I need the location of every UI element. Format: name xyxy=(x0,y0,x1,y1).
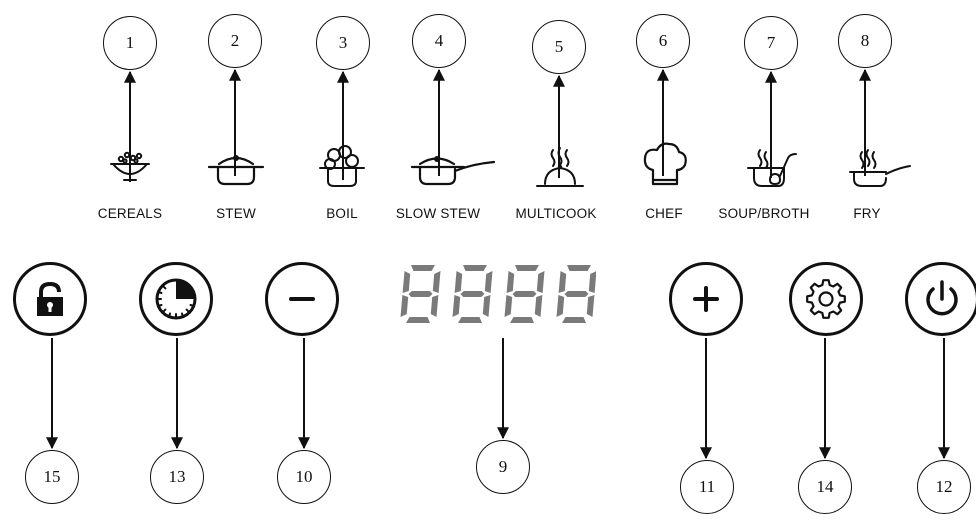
callout-plus: 11 xyxy=(680,460,734,514)
display-segment xyxy=(458,317,482,323)
bowl-grain-icon[interactable] xyxy=(103,146,157,186)
display-segment xyxy=(558,271,567,293)
callout-stew: 2 xyxy=(208,14,262,68)
display-segment xyxy=(463,265,487,271)
display-segment xyxy=(567,265,591,271)
mode-label-cereals: CEREALS xyxy=(97,206,163,221)
display-segment xyxy=(562,317,586,323)
lock-icon xyxy=(37,281,63,316)
settings-button[interactable] xyxy=(789,262,863,336)
callout-timer: 13 xyxy=(150,450,204,504)
chef-hat-icon[interactable] xyxy=(638,140,692,192)
saucepan-icon[interactable] xyxy=(410,150,496,190)
display-segment xyxy=(510,317,534,323)
callout-fry: 8 xyxy=(838,14,892,68)
pot-bubbles-icon[interactable] xyxy=(314,144,370,190)
callout-settings: 14 xyxy=(798,460,852,514)
display-segment xyxy=(506,271,515,293)
display-segment xyxy=(556,295,565,317)
display-segment xyxy=(484,271,493,293)
display-segment xyxy=(454,271,463,293)
power-icon xyxy=(926,280,958,316)
display-segment xyxy=(515,265,539,271)
callout-multicook: 5 xyxy=(532,20,586,74)
seven-segment-display xyxy=(400,265,596,323)
display-segment xyxy=(534,295,543,317)
mode-label-soup-broth: SOUP/BROTH xyxy=(718,206,810,221)
soup-ladle-icon[interactable] xyxy=(744,146,810,192)
minus-button[interactable] xyxy=(265,262,339,336)
callout-power: 12 xyxy=(917,460,971,514)
display-segment xyxy=(411,265,435,271)
timer-button[interactable] xyxy=(139,262,213,336)
display-segment xyxy=(452,295,461,317)
callout-slow-stew: 4 xyxy=(412,14,466,68)
mode-label-boil: BOIL xyxy=(326,206,358,221)
pot-lid-icon[interactable] xyxy=(206,150,266,188)
mode-label-chef: CHEF xyxy=(645,206,683,221)
display-segment xyxy=(504,295,513,317)
callout-display: 9 xyxy=(476,440,530,494)
display-segment xyxy=(588,271,596,293)
timer-icon xyxy=(155,278,197,320)
plus-button[interactable] xyxy=(669,262,743,336)
display-segment xyxy=(482,295,491,317)
minus-icon xyxy=(289,297,315,301)
mode-label-multicook: MULTICOOK xyxy=(515,206,597,221)
callout-cereals: 1 xyxy=(103,16,157,70)
display-segment xyxy=(432,271,441,293)
lock-button[interactable] xyxy=(13,262,87,336)
display-segment xyxy=(402,271,411,293)
mode-label-fry: FRY xyxy=(853,206,881,221)
plus-icon xyxy=(693,286,719,312)
callout-lock: 15 xyxy=(25,450,79,504)
callout-boil: 3 xyxy=(316,16,370,70)
power-button[interactable] xyxy=(905,262,976,336)
callout-soup-broth: 7 xyxy=(744,16,798,70)
mode-label-stew: STEW xyxy=(216,206,256,221)
display-segment xyxy=(408,291,433,297)
display-segment xyxy=(586,295,595,317)
gear-icon xyxy=(806,279,846,319)
display-segment xyxy=(460,291,485,297)
cloche-steam-icon[interactable] xyxy=(532,146,588,192)
display-segment xyxy=(536,271,545,293)
frying-pan-icon[interactable] xyxy=(846,146,912,192)
display-segment xyxy=(400,295,409,317)
display-segment xyxy=(430,295,439,317)
display-segment xyxy=(512,291,537,297)
callout-minus: 10 xyxy=(277,450,331,504)
display-segment xyxy=(406,317,430,323)
callout-chef: 6 xyxy=(636,14,690,68)
mode-label-slow-stew: SLOW STEW xyxy=(395,206,481,221)
display-segment xyxy=(564,291,589,297)
